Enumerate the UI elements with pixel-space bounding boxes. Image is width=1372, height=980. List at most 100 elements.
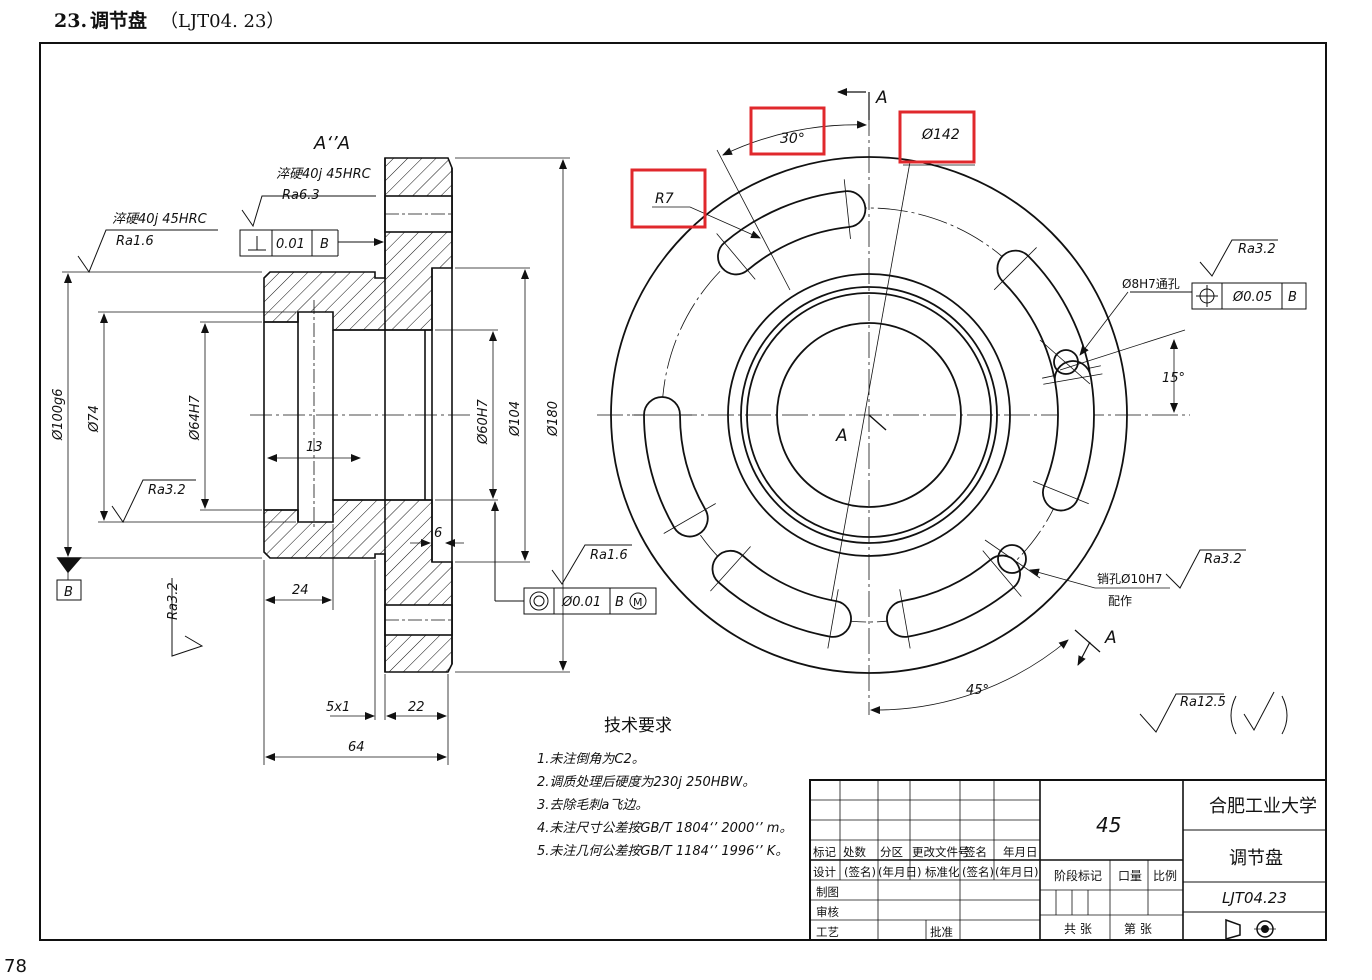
dia-142: Ø142 [921,127,960,143]
highlight-dia-142 [898,110,976,164]
title-design-row: 设计 (签名) (年月日) 标准化 (签名) (年月日) [813,865,1038,879]
pos-tol-value: Ø0.05 [1232,290,1272,305]
drawing-code: LJT04.23 [1222,889,1287,907]
slot-centerline [827,589,839,649]
tb-cell: 审核 [816,905,839,919]
roughness-face: Ra1.6 [590,548,628,563]
header-number: 23. [54,10,87,32]
part-name: 调节盘 [1229,848,1283,869]
arc-slot [711,549,852,638]
datum-b-label: B [64,585,73,600]
highlight-r7 [630,168,707,229]
section-view [56,157,657,765]
dim-w13: 13 [306,440,323,455]
concentric-tol-datum: B [615,595,624,610]
tb-cell: 签名 [964,845,987,859]
slot-centerline [899,589,911,649]
tech-req-title: 技术要求 [604,716,672,736]
tb-cell: 口量 [1118,869,1142,883]
tb-cell: (年月日) [995,865,1038,879]
section-mark-top: A [875,88,888,108]
tb-cell: 工艺 [816,925,839,939]
slot-centerline [663,503,716,534]
tb-cell: 处数 [843,845,866,859]
arc-slot [643,396,709,538]
tech-req-list: 1.未注倒角为C2。 2.调质处理后硬度为230j 250HBW。 3.去除毛刺… [537,752,792,859]
angle-45: 45° [966,683,989,698]
perp-tol-datum: B [320,237,329,252]
tech-req-item: 1.未注倒角为C2。 [537,752,645,767]
slot-centerline [710,546,751,592]
tb-cell: 分区 [880,845,903,859]
tb-cell: 更改文件号 [912,845,970,859]
tb-cell: 第 张 [1124,922,1152,936]
radius-r7: R7 [655,191,674,207]
tb-cell: 批准 [930,925,953,939]
roughness-left: Ra3.2 [166,582,181,620]
dim-d100: Ø100g6 [51,388,66,441]
slot-centerline [843,179,851,240]
roughness-bore: Ra3.2 [148,483,186,498]
dim-d104: Ø104 [508,401,523,437]
tb-cell: 年月日 [1003,845,1038,859]
slot-centerline [1032,480,1089,505]
perp-tol-value: 0.01 [276,237,305,252]
page-number: 78 [4,956,27,977]
hole-note: Ø8H7通孔 [1122,277,1180,291]
title-block [809,779,1327,941]
drawing-frame [39,42,1327,941]
highlight-angle-30 [749,106,826,156]
highlight-boxes [630,106,976,229]
slot-centerline [1043,373,1103,385]
dim-w6: 6 [434,526,442,541]
concentric-tol-modifier: M [633,596,643,609]
section-mark-bottom: A [1104,628,1117,648]
roughness-pin: Ra3.2 [1204,552,1242,567]
tb-cell: (签名) [962,865,994,879]
slot-centerline [716,233,756,280]
hardness-note-hub: 淬硬40j 45HRC [112,212,208,227]
pin-note: 销孔Ø10H7 [1097,572,1162,586]
section-label: A‘’A [313,133,350,154]
tb-cell: 制图 [816,885,839,899]
tech-req-item: 5.未注几何公差按GB/T 1184‘’ 1996‘’ K。 [537,844,788,859]
roughness-flange: Ra6.3 [282,188,320,203]
tb-cell: 阶段标记 [1054,868,1102,883]
tb-cell: 比例 [1153,869,1177,883]
center-label: A [835,426,848,446]
pos-tol-datum: B [1288,290,1297,305]
angle-30: 30° [780,131,805,147]
dim-d64: Ø64H7 [188,394,203,441]
tb-cell: 标准化 [925,865,960,879]
roughness-hub: Ra1.6 [116,234,154,249]
hardness-note-flange: 淬硬40j 45HRC [276,167,372,182]
slot-centerline [993,247,1037,291]
header-code: （LJT04. 23） [160,11,284,32]
dim-w64: 64 [348,740,365,755]
tb-cell: (签名) [844,865,876,879]
pin-note-2: 配作 [1108,594,1132,608]
slot-centerline [982,550,1022,597]
roughness-hole: Ra3.2 [1238,242,1276,257]
dim-w24: 24 [292,583,309,598]
dim-w5x1: 5x1 [326,700,350,715]
material: 45 [1096,813,1121,837]
tb-cell: 设计 [813,865,836,879]
tb-cell: (年月日) [878,865,921,879]
tech-req-item: 4.未注尺寸公差按GB/T 1804‘’ 2000‘’ m。 [537,821,792,836]
dim-d60: Ø60H7 [476,398,491,445]
tech-req-item: 3.去除毛刺a飞边。 [537,797,648,813]
school-name: 合肥工业大学 [1209,796,1317,817]
dim-w22: 22 [408,700,425,715]
tb-cell: 标记 [813,845,836,859]
tb-cell: 共 张 [1064,922,1092,936]
dim-d74: Ø74 [87,405,102,433]
title-header-row: 标记 处数 分区 更改文件号 签名 年月日 [813,845,1038,859]
angle-15: 15° [1162,371,1185,386]
concentric-tol-value: Ø0.01 [561,595,601,610]
tech-req-item: 2.调质处理后硬度为230j 250HBW。 [537,775,755,790]
header-title: 调节盘 [90,9,147,32]
dim-d180: Ø180 [546,401,561,437]
front-view [597,88,1307,735]
